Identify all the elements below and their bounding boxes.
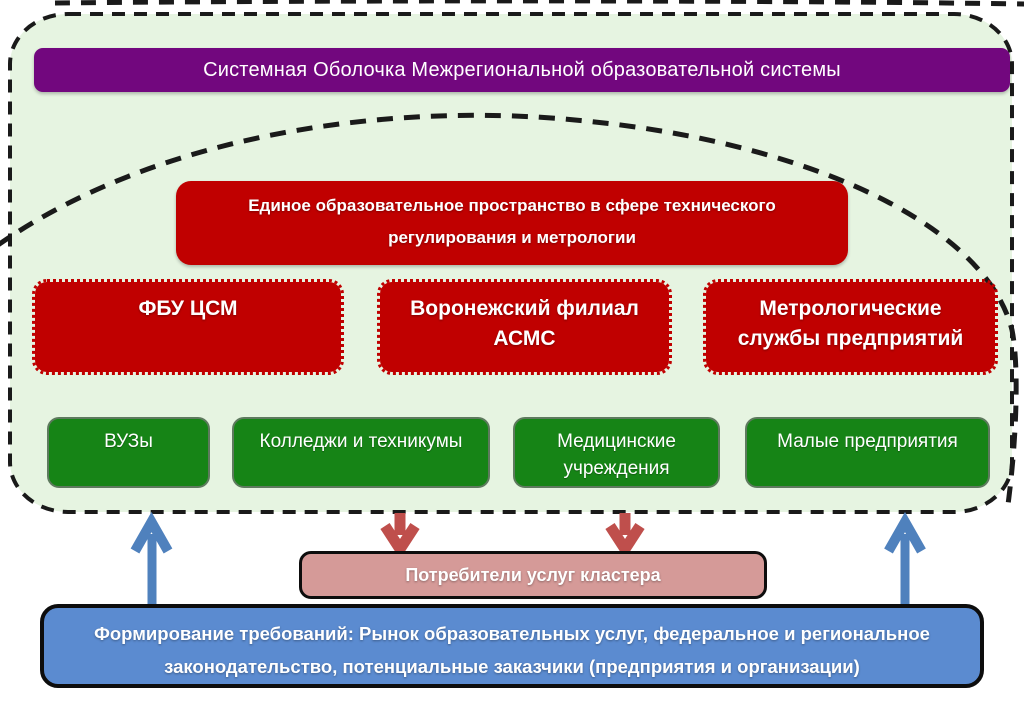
- provider-label: Воронежский филиал АСМС: [410, 297, 639, 350]
- requirements-line-2: законодательство, потенциальные заказчик…: [164, 656, 860, 677]
- up-arrow-left-icon: [130, 511, 173, 604]
- cluster-consumers-box: Потребители услуг кластера: [299, 551, 767, 599]
- requirements-line-1: Формирование требований: Рынок образоват…: [94, 623, 930, 644]
- institution-label: Колледжи и техникумы: [259, 431, 463, 452]
- institution-label: Медицинские учреждения: [557, 431, 676, 479]
- unified-space-line-1: Единое образовательное пространство в сф…: [248, 196, 776, 215]
- down-arrow-left-icon: [380, 513, 420, 560]
- system-shell-banner: Системная Оболочка Межрегиональной образ…: [34, 48, 1010, 92]
- provider-label: ФБУ ЦСМ: [138, 297, 238, 320]
- requirements-formation-box: Формирование требований: Рынок образоват…: [40, 604, 984, 688]
- institution-medical-box: Медицинские учреждения: [513, 417, 720, 488]
- institution-label: ВУЗы: [104, 431, 153, 452]
- system-shell-label: Системная Оболочка Межрегиональной образ…: [203, 58, 841, 81]
- institution-label: Малые предприятия: [777, 431, 958, 452]
- institution-colleges-box: Колледжи и техникумы: [232, 417, 490, 488]
- provider-label: Метрологические службы предприятий: [737, 297, 964, 350]
- provider-asms-branch-box: Воронежский филиал АСМС: [377, 279, 672, 375]
- dashed-arc: [0, 112, 1019, 513]
- provider-fbu-csm-box: ФБУ ЦСМ: [32, 279, 344, 375]
- provider-metrology-services-box: Метрологические службы предприятий: [703, 279, 998, 375]
- consumers-label: Потребители услуг кластера: [405, 564, 661, 585]
- unified-education-space-box: Единое образовательное пространство в сф…: [176, 181, 848, 265]
- top-dashed-line: [54, 0, 1024, 7]
- up-arrow-right-icon: [884, 511, 926, 604]
- unified-space-line-2: регулирования и метрологии: [388, 228, 636, 247]
- institution-small-business-box: Малые предприятия: [745, 417, 990, 488]
- institution-universities-box: ВУЗы: [47, 417, 210, 488]
- down-arrow-right-icon: [605, 513, 645, 560]
